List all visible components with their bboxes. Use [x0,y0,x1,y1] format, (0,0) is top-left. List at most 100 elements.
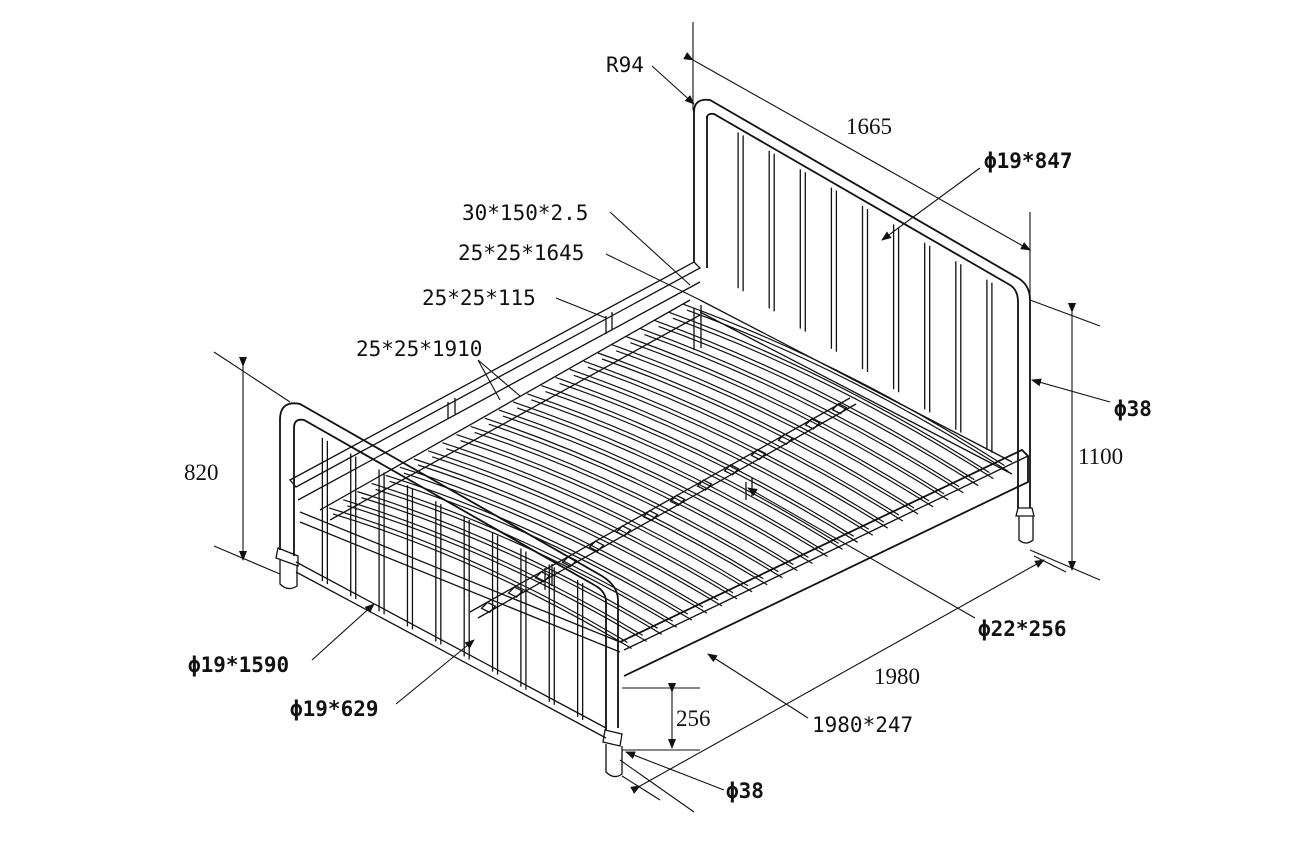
slat-size-label: 30*150*2.5 [462,201,588,225]
headboard [693,98,1035,544]
bed-slat-edge [658,325,979,487]
bed-slat [640,327,960,488]
bed-slat [668,311,990,474]
bed-slat [611,344,930,502]
headboard-bar [924,242,931,413]
footboard-rail-label: ϕ19*1590 [188,653,289,677]
head-post-diameter-label: ϕ38 [1114,397,1152,421]
footboard-left-foot [275,547,299,590]
bed-frame-rails [288,261,1029,677]
footboard-bar-label: ϕ19*629 [290,697,379,721]
bed-slat [583,360,900,516]
foot-post-diameter-label: ϕ38 [726,779,764,803]
bed-slat [456,433,764,580]
clearance-label: 256 [676,706,711,731]
headboard-bar [799,169,806,332]
headboard-bars [737,132,993,453]
bed-slat [527,393,839,544]
bed-slat [654,319,975,481]
slat-holder-block [507,586,524,598]
bed-slat-edge [531,399,843,550]
slat-holder-block [831,402,848,415]
footboard-bar [491,532,499,675]
bed-slat-edge [587,366,904,522]
footboard-bar [576,580,584,720]
footboard-right-foot [602,729,623,778]
bed-slat-edge [332,513,632,649]
bed-slat [569,368,885,523]
rail-115-label: 25*25*115 [422,286,536,310]
headboard-left-post [693,110,708,268]
headboard-bar [892,224,900,393]
headboard-bar [861,206,869,372]
bed-slat-edge [474,431,783,579]
bed-slat [626,336,945,495]
footboard-bar [350,453,357,600]
headboard-bar [737,132,744,292]
slat-holder-block [723,463,740,476]
bed-slat [512,401,824,551]
bed-slat-edge [488,423,798,572]
bed-slat-edge [672,317,994,480]
bed-slat [541,385,855,537]
bed-slat [484,417,794,566]
bed-slat [470,425,779,573]
bed-slat-edge [644,333,964,494]
footboard-top-rail [279,402,619,601]
side-panel-label: 1980*247 [812,713,913,737]
bed-slat-edge [630,342,949,501]
footboard-height-label: 820 [184,460,219,485]
bed-slat-edge [361,497,663,635]
bed-slat [682,303,1005,467]
headboard-width-label: 1665 [846,114,892,139]
footboard-bars [321,437,584,720]
headboard-height-label: 1100 [1078,444,1123,469]
footboard-bar [406,485,414,630]
headboard-bar-label: ϕ19*847 [984,149,1073,173]
bed-slat-edge [573,374,889,529]
dimension-labels: R94 1665 ϕ19*847 30*150*2.5 25*25*1645 2… [184,53,1152,803]
headboard-width-dimension [683,52,1031,251]
rail-1645-label: 25*25*1645 [458,241,584,265]
headboard-bar [830,187,838,352]
bed-length-dimension [630,559,1045,794]
footboard-bar [463,516,470,660]
headboard-right-post [1017,300,1031,508]
headboard-bar [955,261,962,433]
bed-slat-edge [545,391,859,543]
foot-cross-rail [299,511,621,653]
footboard [275,402,623,778]
bed-slat-edge [559,382,874,536]
slat-holder-block [588,540,605,553]
headboard-bar [768,150,775,312]
bed-slat [328,507,628,643]
center-spine-rail [469,397,857,619]
bed-slat-edge [502,415,813,565]
bed-slat-edge [615,350,934,508]
footboard-bar [378,469,385,615]
bed-slat-edge [601,358,919,515]
bed-slat [555,376,870,530]
rail-1910-label: 25*25*1910 [356,337,482,361]
bed-slat-edge [686,309,1009,473]
footboard-bar [435,501,442,645]
radius-label: R94 [606,53,644,77]
bed-length-label: 1980 [874,664,920,689]
footboard-bar [321,437,329,585]
bed-slat [597,352,915,509]
inner-left-rail [319,299,701,521]
bed-slat-edge [516,407,828,557]
slat-holder-block [480,601,497,614]
slat-holder-block [750,448,767,461]
bed-slat [498,409,809,559]
center-leg-label: ϕ22*256 [978,617,1067,641]
footboard-bar [548,564,555,705]
footboard-bar [520,548,527,690]
head-cross-rail [699,299,1013,475]
headboard-bar [986,279,993,453]
footboard-right-post [605,600,619,730]
headboard-right-foot [1015,507,1035,544]
footboard-left-post [279,420,295,556]
